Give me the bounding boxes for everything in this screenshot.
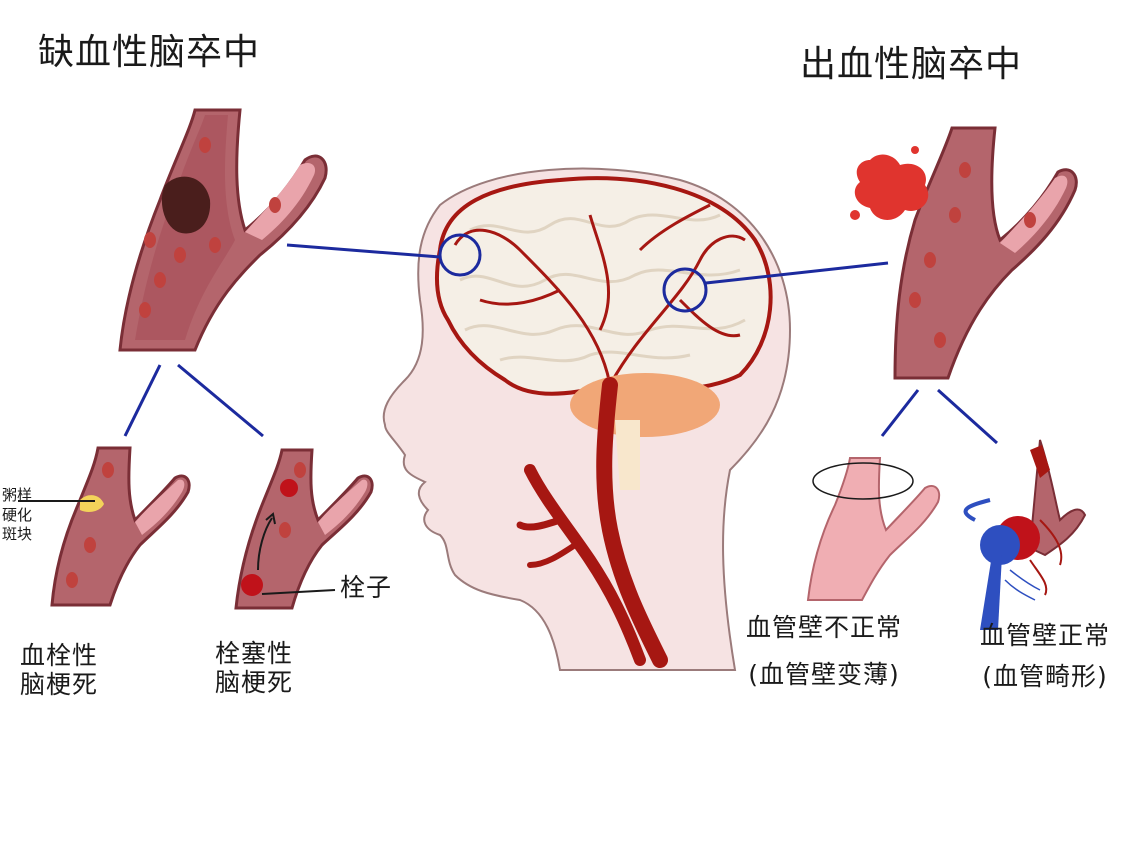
hemorrhage-burst [854,154,929,220]
abnormal-wall-line-1: 血管壁不正常 [746,613,903,642]
thrombotic-line-1: 血栓性 [20,641,99,670]
ischemic-vessel [118,108,328,352]
thrombotic-vessel [50,446,191,607]
neck-arteries [516,377,668,668]
malformation-vessel [963,439,1087,630]
ischemic-site-circle [438,233,482,277]
normal-wall-label: 血管壁正常 (血管畸形) [980,621,1111,692]
head-illustration [382,167,792,671]
ventricle [570,373,720,437]
plaque-label: 粥样 硬化 斑块 [2,486,32,545]
hemorrhagic-stroke-title: 出血性脑卒中 [800,44,1023,85]
embolus-label: 栓子 [340,573,393,602]
normal-wall-line-2: (血管畸形) [982,661,1108,691]
hemorrhagic-vessel [850,126,1078,380]
thin-wall-highlight [812,462,914,500]
plaque [80,495,104,512]
thin-wall-vessel [806,457,941,601]
brain-vessels [453,203,746,386]
embolus-pointer [261,589,336,595]
normal-wall-line-1: 血管壁正常 [980,621,1111,650]
embolic-line-1: 栓塞性 [215,639,294,668]
draining-vein [980,555,1002,630]
plaque-label-line-2: 硬化 [2,505,33,524]
spinal-cord [615,420,640,490]
hemorrhagic-site-circle [662,267,708,313]
ischemic-stroke-title: 缺血性脑卒中 [38,32,261,73]
plaque-label-line-1: 粥样 [2,486,33,504]
embolic-vessel [234,448,374,610]
thrombotic-infarction-label: 血栓性 脑梗死 [20,641,99,700]
brain-folds [459,213,746,363]
abnormal-wall-line-2: (血管壁变薄) [748,659,900,689]
connector-lines [123,243,999,445]
embolic-line-2: 脑梗死 [215,667,294,697]
plaque-label-line-3: 斑块 [2,525,33,543]
ischemic-clot [161,176,211,234]
abnormal-wall-label: 血管壁不正常 (血管壁变薄) [746,613,903,690]
embolic-infarction-label: 栓塞性 脑梗死 [215,639,294,698]
embolus [241,574,263,596]
thrombotic-line-2: 脑梗死 [20,669,99,699]
